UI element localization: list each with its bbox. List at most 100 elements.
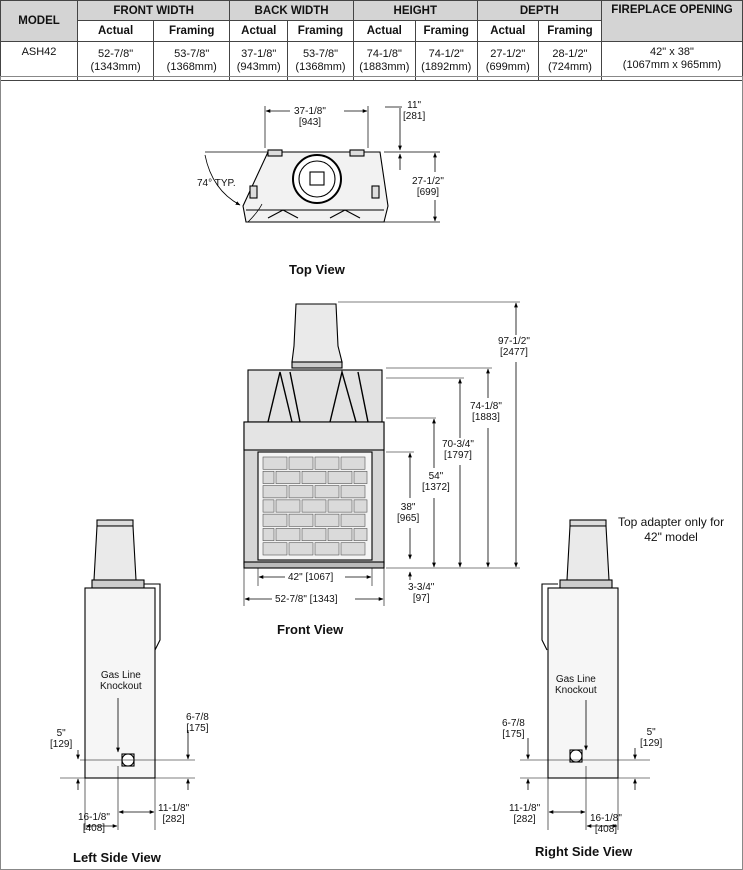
dim-top-depth: 27-1/2"[699]: [412, 176, 444, 198]
cell-mm: (1368mm): [295, 61, 346, 73]
dim-inch: 6-7/8: [502, 718, 525, 729]
dim-mm: [281]: [403, 111, 426, 122]
dim-left-d1618: 16-1/8"[408]: [78, 812, 110, 834]
brick: [301, 528, 327, 542]
cell-mm: (699mm): [485, 61, 530, 73]
brick: [275, 470, 301, 484]
brick: [353, 528, 368, 542]
dim-mm: [129]: [50, 739, 73, 750]
dim-mm: [282]: [162, 814, 185, 825]
cell-mm: (1892mm): [421, 61, 472, 73]
dim-left-h678: 6-7/8[175]: [186, 712, 209, 734]
dim-right-h5: 5"[129]: [640, 727, 662, 749]
dim-inch: 38": [400, 502, 416, 513]
brick: [340, 542, 366, 556]
spec-table: MODEL FRONT WIDTH BACK WIDTH HEIGHT DEPT…: [0, 0, 743, 81]
dim-mm: [129]: [640, 738, 663, 749]
dim-inch: 11": [407, 100, 422, 111]
dim-offset: 11"[281]: [403, 100, 425, 122]
dim-inch: 11-1/8": [509, 803, 541, 814]
label-line: Gas Line: [100, 670, 141, 681]
dim-inch: 27-1/2": [412, 176, 444, 187]
dim-opening-width: 42" [1067]: [288, 572, 334, 583]
brick: [262, 542, 288, 556]
front-view-title: Front View: [277, 622, 344, 637]
brick: [262, 485, 288, 499]
label-line: Knockout: [100, 681, 142, 692]
top-view-title: Top View: [289, 262, 345, 277]
dim-mm: [1797]: [444, 450, 472, 461]
dim-mm: [175]: [186, 723, 209, 734]
dim-inch: 16-1/8": [78, 812, 110, 823]
brick: [288, 485, 314, 499]
dim-mm: [97]: [412, 593, 430, 604]
cell-inch: 37-1/8": [241, 48, 277, 60]
label-line: Knockout: [555, 685, 597, 696]
table-cell: 28-1/2"(724mm): [537, 41, 603, 81]
header-model: MODEL: [0, 0, 78, 42]
left-side-view-drawing: [60, 519, 195, 830]
right-side-view-drawing: [520, 519, 650, 830]
cell-inch: 53-7/8": [174, 48, 210, 60]
label-line: Gas Line: [555, 674, 596, 685]
brick: [327, 528, 353, 542]
dim-front-width: 52-7/8" [1343]: [275, 594, 338, 605]
dim-total-height: 97-1/2"[2477]: [498, 336, 530, 358]
spec-subheader-row: Actual Framing Actual Framing Actual Fra…: [1, 20, 743, 42]
dim-h70: 70-3/4"[1797]: [442, 439, 474, 461]
table-row: ASH42 52-7/8"(1343mm) 53-7/8"(1368mm) 37…: [0, 41, 743, 81]
brick: [288, 542, 314, 556]
dim-left-h5: 5"[129]: [50, 728, 72, 750]
cell-inch: 74-1/8": [366, 48, 402, 60]
brick: [314, 513, 340, 527]
dim-mm: [2477]: [500, 347, 528, 358]
dim-inch: 5": [56, 728, 66, 739]
cell-mm: (1343mm): [90, 61, 141, 73]
dim-mm: [175]: [502, 729, 525, 740]
dim-mm: [282]: [513, 814, 536, 825]
dim-base: 3-3/4"[97]: [408, 582, 434, 604]
header-front-width: FRONT WIDTH: [76, 0, 231, 21]
brick: [262, 456, 288, 470]
dim-inch: 6-7/8: [186, 712, 209, 723]
table-cell: 27-1/2"(699mm): [476, 41, 539, 81]
top-view-drawing: [204, 106, 440, 223]
brick: [262, 513, 288, 527]
dim-mm: [699]: [416, 187, 440, 198]
table-cell: 53-7/8"(1368mm): [153, 41, 231, 81]
header-height: HEIGHT: [352, 0, 478, 21]
brick: [353, 470, 368, 484]
brick: [275, 528, 301, 542]
dim-mm: [965]: [397, 513, 420, 524]
dim-inch: 74-1/8": [470, 401, 502, 412]
brick: [340, 513, 366, 527]
dim-right-d1118: 11-1/8"[282]: [509, 803, 540, 825]
brick: [340, 485, 366, 499]
cell-inch: 52-7/8": [98, 48, 134, 60]
brick: [353, 499, 368, 513]
dim-h38: 38"[965]: [397, 502, 419, 524]
cell-mm: (1368mm): [166, 61, 217, 73]
model-cell: ASH42: [0, 41, 78, 81]
subheader-framing: Framing: [153, 20, 231, 42]
brick: [327, 499, 353, 513]
left-side-view-title: Left Side View: [73, 850, 161, 865]
brick: [327, 470, 353, 484]
dim-inch: 97-1/2": [498, 336, 530, 347]
header-fireplace-opening: FIREPLACE OPENING: [601, 0, 743, 42]
brick: [340, 456, 366, 470]
dim-left-d1118: 11-1/8"[282]: [158, 803, 189, 825]
subheader-actual: Actual: [76, 20, 155, 42]
cell-inch: 28-1/2": [552, 48, 588, 60]
dim-mm: [1883]: [472, 412, 500, 423]
subheader-framing: Framing: [414, 20, 478, 42]
dim-mm: [408]: [594, 824, 618, 835]
dim-mm: [408]: [82, 823, 106, 834]
cell-mm: (724mm): [547, 61, 592, 73]
brick: [314, 485, 340, 499]
front-view-drawing: [243, 301, 520, 606]
table-cell: 53-7/8"(1368mm): [287, 41, 354, 81]
